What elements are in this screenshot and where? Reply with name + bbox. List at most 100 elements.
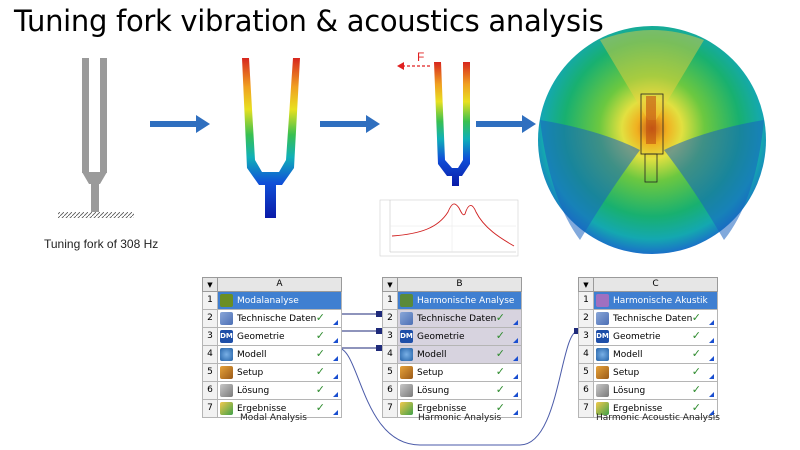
check-icon: ✓: [315, 401, 325, 414]
model-icon: [596, 348, 609, 361]
corner-marker-icon: [333, 410, 338, 415]
engineering-data-icon: [596, 312, 609, 325]
corner-marker-icon: [513, 320, 518, 325]
corner-marker-icon: [709, 392, 714, 397]
check-icon: ✓: [691, 365, 701, 378]
system-menu-icon[interactable]: ▼: [579, 278, 594, 291]
check-icon: ✓: [495, 365, 505, 378]
engineering-data-icon: [400, 312, 413, 325]
check-icon: ✓: [495, 401, 505, 414]
page-title: Tuning fork vibration & acoustics analys…: [14, 4, 604, 38]
check-icon: ✓: [691, 329, 701, 342]
modal-analysis-icon: [220, 294, 233, 307]
model-icon: [400, 348, 413, 361]
check-icon: ✓: [315, 347, 325, 360]
check-icon: ✓: [691, 401, 701, 414]
system-letter: C: [652, 279, 659, 289]
check-icon: ✓: [495, 311, 505, 324]
corner-marker-icon: [709, 410, 714, 415]
tuning-fork-drawing: [58, 58, 134, 218]
corner-marker-icon: [709, 356, 714, 361]
check-icon: ✓: [315, 383, 325, 396]
frequency-response-plot: [379, 199, 519, 257]
check-icon: ✓: [495, 329, 505, 342]
system-c-row-5[interactable]: 5 Setup✓: [578, 364, 718, 382]
illustration-area: F: [58, 26, 766, 257]
engineering-data-icon: [220, 312, 233, 325]
check-icon: ✓: [495, 383, 505, 396]
corner-marker-icon: [333, 356, 338, 361]
setup-icon: [220, 366, 233, 379]
corner-marker-icon: [333, 338, 338, 343]
harmonic-acoustics-icon: [596, 294, 609, 307]
check-icon: ✓: [691, 311, 701, 324]
system-c-row-2[interactable]: 2 Technische Daten✓: [578, 310, 718, 328]
force-arrow: [397, 62, 432, 70]
check-icon: ✓: [495, 347, 505, 360]
corner-marker-icon: [513, 410, 518, 415]
system-menu-icon[interactable]: ▼: [383, 278, 398, 291]
system-a-row-4[interactable]: 4 Modell✓: [202, 346, 342, 364]
system-b-row-4[interactable]: 4 Modell✓: [382, 346, 522, 364]
check-icon: ✓: [691, 347, 701, 360]
system-b-row-7[interactable]: 7 Ergebnisse✓: [382, 400, 522, 418]
results-icon: [596, 402, 609, 415]
system-b-row-2[interactable]: 2 Technische Daten✓: [382, 310, 522, 328]
check-icon: ✓: [315, 365, 325, 378]
corner-marker-icon: [513, 338, 518, 343]
system-b-header: ▼ B: [382, 277, 522, 292]
system-c-row-6[interactable]: 6 Lösung✓: [578, 382, 718, 400]
flow-arrow-2: [320, 115, 380, 133]
solution-icon: [220, 384, 233, 397]
system-a-label: Modal Analysis: [240, 413, 307, 423]
acoustic-pressure-field: [538, 26, 766, 254]
mode-shape-fork: [242, 58, 300, 218]
system-letter: B: [456, 279, 463, 289]
corner-marker-icon: [709, 320, 714, 325]
harmonic-fork: [434, 62, 470, 186]
results-icon: [400, 402, 413, 415]
corner-marker-icon: [513, 374, 518, 379]
check-icon: ✓: [315, 311, 325, 324]
corner-marker-icon: [709, 338, 714, 343]
system-a-row-1[interactable]: 1 Modalanalyse: [202, 292, 342, 310]
system-a-row-6[interactable]: 6 Lösung✓: [202, 382, 342, 400]
corner-marker-icon: [709, 374, 714, 379]
flow-arrow-3: [476, 115, 536, 133]
system-menu-icon[interactable]: ▼: [203, 278, 218, 291]
corner-marker-icon: [333, 320, 338, 325]
tuning-fork-caption: Tuning fork of 308 Hz: [44, 237, 159, 251]
system-a[interactable]: ▼ A 1 Modalanalyse 2 Technische Daten✓ 3…: [202, 277, 342, 418]
system-b-row-6[interactable]: 6 Lösung✓: [382, 382, 522, 400]
solution-icon: [400, 384, 413, 397]
system-c[interactable]: ▼ C 1 Harmonische Akustik 2 Technische D…: [578, 277, 718, 418]
system-b[interactable]: ▼ B 1 Harmonische Analyse 2 Technische D…: [382, 277, 522, 418]
system-letter: A: [276, 279, 283, 289]
system-a-row-7[interactable]: 7 Ergebnisse✓: [202, 400, 342, 418]
system-b-row-5[interactable]: 5 Setup✓: [382, 364, 522, 382]
geometry-icon: DM: [596, 330, 609, 343]
model-icon: [220, 348, 233, 361]
check-icon: ✓: [315, 329, 325, 342]
corner-marker-icon: [513, 356, 518, 361]
system-c-label: Harmonic Acoustic Analysis: [596, 413, 720, 423]
system-c-row-1[interactable]: 1 Harmonische Akustik: [578, 292, 718, 310]
system-b-row-1[interactable]: 1 Harmonische Analyse: [382, 292, 522, 310]
check-icon: ✓: [691, 383, 701, 396]
geometry-icon: DM: [220, 330, 233, 343]
geometry-icon: DM: [400, 330, 413, 343]
system-a-row-5[interactable]: 5 Setup✓: [202, 364, 342, 382]
setup-icon: [400, 366, 413, 379]
system-c-row-7[interactable]: 7 Ergebnisse✓: [578, 400, 718, 418]
system-b-label: Harmonic Analysis: [418, 413, 502, 423]
system-a-header: ▼ A: [202, 277, 342, 292]
system-c-row-4[interactable]: 4 Modell✓: [578, 346, 718, 364]
system-a-row-2[interactable]: 2 Technische Daten✓: [202, 310, 342, 328]
corner-marker-icon: [333, 374, 338, 379]
corner-marker-icon: [333, 392, 338, 397]
corner-marker-icon: [513, 392, 518, 397]
setup-icon: [596, 366, 609, 379]
